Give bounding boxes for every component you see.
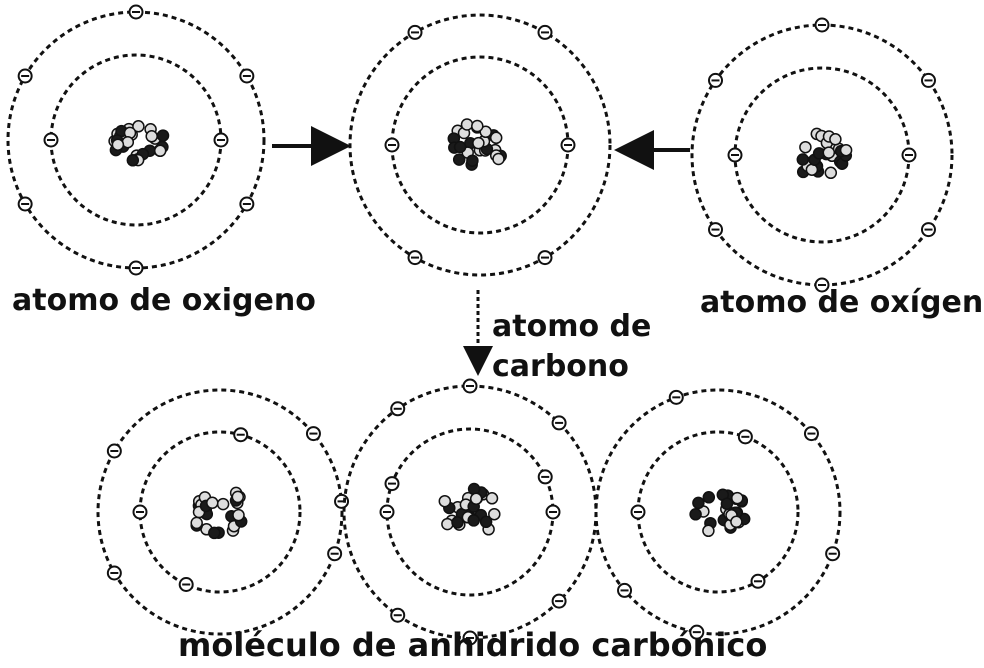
electron: [17, 196, 33, 212]
label-carbon-line1: atomo de: [492, 309, 651, 344]
electron: [213, 132, 229, 148]
electron: [462, 378, 478, 394]
nucleus: [447, 118, 507, 171]
electron: [727, 147, 743, 163]
electron: [239, 196, 255, 212]
electron: [825, 546, 841, 562]
electron: [708, 72, 724, 88]
electron: [630, 504, 646, 520]
label-atom-oxygen-left: atomo de oxigeno: [12, 283, 316, 318]
electron: [750, 573, 766, 589]
electron-orbit: [49, 53, 223, 227]
electron: [407, 250, 423, 266]
molecule-oxygen-right: [594, 388, 842, 640]
electron: [128, 260, 144, 276]
electron: [803, 426, 819, 442]
electron: [668, 389, 684, 405]
label-atom-oxygen-right: atomo de oxígeno: [700, 285, 984, 320]
electron: [537, 469, 553, 485]
electron-orbit: [96, 388, 344, 636]
label-carbon-line2: carbono: [492, 349, 629, 384]
electron-orbit: [342, 384, 598, 640]
electron-orbit: [138, 430, 302, 594]
label-molecule: moléculo de anhidrido carbónico: [178, 626, 767, 664]
electron: [106, 443, 122, 459]
electron: [390, 401, 406, 417]
oxygen-atom-right: [690, 17, 954, 293]
electron: [689, 624, 705, 640]
electron: [551, 593, 567, 609]
electron: [814, 277, 830, 293]
electron: [384, 137, 400, 153]
electron: [233, 427, 249, 443]
electron: [327, 546, 343, 562]
nucleus: [438, 482, 501, 536]
carbon-atom-center: [348, 13, 612, 277]
electron: [178, 577, 194, 593]
electron: [708, 222, 724, 238]
electron: [132, 504, 148, 520]
electron: [920, 222, 936, 238]
electron: [128, 4, 144, 20]
electron: [384, 476, 400, 492]
electron: [305, 426, 321, 442]
electron: [920, 72, 936, 88]
electron-orbit: [636, 430, 800, 594]
nucleus: [689, 488, 751, 538]
electron: [551, 415, 567, 431]
electron-orbit: [594, 388, 842, 636]
electron: [407, 24, 423, 40]
electron: [814, 17, 830, 33]
electron: [239, 68, 255, 84]
molecule-carbon-center: [342, 378, 598, 646]
electron: [545, 504, 561, 520]
electron: [617, 582, 633, 598]
electron: [901, 147, 917, 163]
electron: [17, 68, 33, 84]
electron: [537, 250, 553, 266]
nucleus: [108, 120, 170, 167]
electron: [737, 429, 753, 445]
electron: [334, 493, 350, 509]
electron: [537, 24, 553, 40]
electron: [379, 504, 395, 520]
electron: [43, 132, 59, 148]
nucleus: [796, 127, 853, 180]
electron: [560, 137, 576, 153]
molecule-oxygen-left: [96, 388, 350, 636]
oxygen-atom-left: [6, 4, 266, 276]
electron: [106, 565, 122, 581]
atoms-layer: [6, 4, 954, 646]
nucleus: [190, 486, 248, 540]
electron: [390, 607, 406, 623]
electron: [462, 630, 478, 646]
